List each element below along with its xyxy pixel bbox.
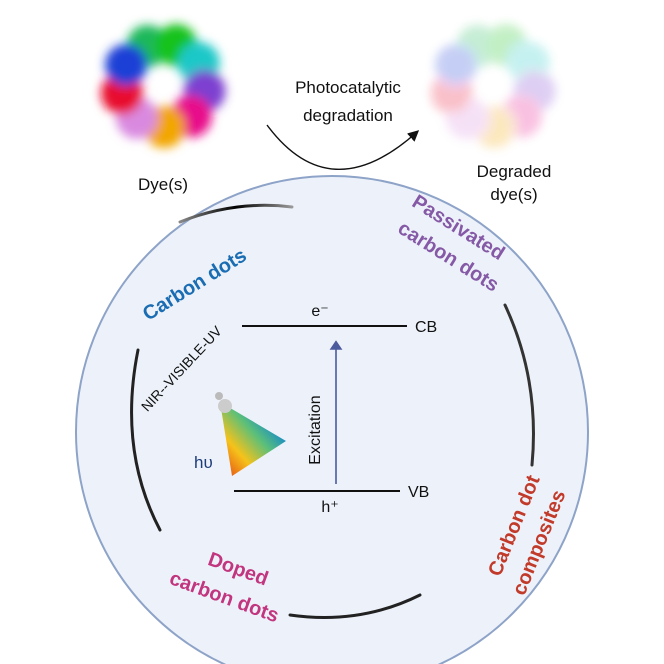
degraded-label-line2: dye(s) (490, 185, 537, 204)
dye-molecules (100, 24, 226, 148)
arc-left (130, 348, 162, 532)
dye-blob (435, 44, 478, 87)
arc-top (178, 203, 294, 224)
dye-label: Dye(s) (138, 175, 188, 194)
degraded-dye-molecules (430, 24, 556, 148)
electron-label: e⁻ (311, 303, 328, 320)
dye-blob (105, 44, 148, 87)
hole-label: h⁺ (321, 499, 338, 516)
cb-label: CB (415, 319, 437, 336)
inner-arcs (130, 203, 535, 619)
vb-label: VB (408, 484, 429, 501)
arc-right (503, 303, 535, 467)
process-label-line1: Photocatalytic (295, 78, 401, 97)
photon-label: hυ (194, 453, 213, 472)
process-label-line2: degradation (303, 106, 393, 125)
light-source-icon (215, 392, 286, 476)
degraded-label-line1: Degraded (477, 162, 552, 181)
carbon-dots-circle (75, 175, 589, 664)
excitation-label: Excitation (307, 395, 324, 464)
arc-bottom (288, 593, 422, 619)
degradation-arrow (266, 124, 420, 171)
